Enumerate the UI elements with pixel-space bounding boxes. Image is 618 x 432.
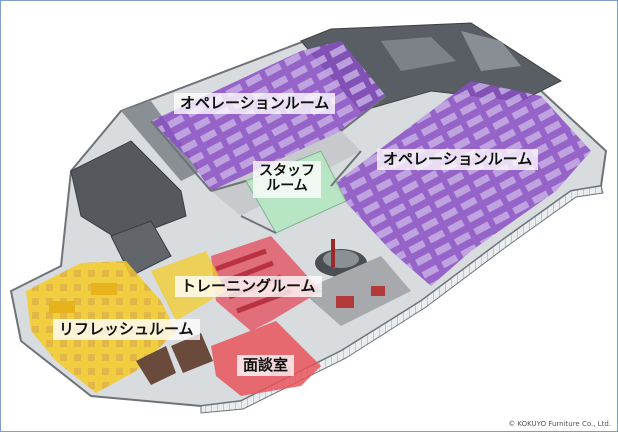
staff-room-label: スタッフ ルーム — [253, 161, 321, 198]
refresh-room-label: リフレッシュルーム — [53, 319, 200, 340]
core-block-upper — [70, 140, 187, 242]
perimeter-wall — [200, 185, 604, 414]
training-room-label: トレーニングルーム — [175, 276, 322, 297]
operation-room-upper-label: オペレーションルーム — [174, 93, 336, 114]
staff-room-label-line2: ルーム — [266, 178, 308, 195]
copyright-credit: © KOKUYO Furniture Co., Ltd. — [508, 420, 611, 428]
operation-room-lower-label: オペレーションルーム — [377, 149, 539, 170]
interview-room-label: 面談室 — [237, 355, 295, 376]
staff-room-label-line1: スタッフ — [259, 163, 315, 179]
